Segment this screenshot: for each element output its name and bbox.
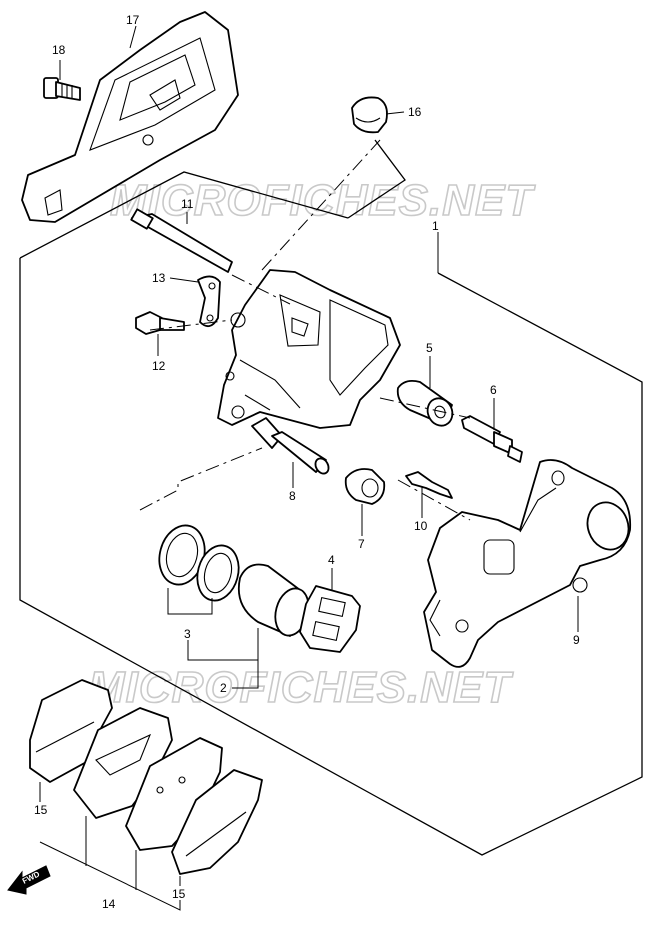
- assembly-frame: [19, 139, 643, 856]
- callout-2: 2: [220, 681, 227, 695]
- caliper-piston: [237, 563, 310, 637]
- callout-14: 14: [102, 897, 116, 911]
- pad-shim-outer: [29, 679, 113, 783]
- caliper-bracket: [423, 459, 632, 668]
- sleeve-pin: [251, 417, 330, 475]
- callout-5: 5: [426, 341, 433, 355]
- callout-13: 13: [152, 271, 166, 285]
- pad-pin: [130, 208, 233, 273]
- watermark-bottom: MICROFICHES.NET: [88, 663, 513, 712]
- callout-1: 1: [432, 219, 439, 233]
- guard-bolt: [43, 77, 81, 101]
- piston-seal-small: [196, 544, 240, 602]
- slide-pin: [461, 415, 523, 463]
- pad-shim-inner: [171, 769, 263, 875]
- brake-pad-inner: [125, 737, 223, 851]
- slide-bushing: [396, 379, 454, 427]
- pin-clip: [197, 275, 221, 328]
- callout-numbers: 17 18 16 11 1 13 5 12 6 8 10 7 4 9 3 2 1…: [34, 13, 580, 911]
- callout-11: 11: [181, 197, 194, 211]
- watermark-top: MICROFICHES.NET: [110, 176, 535, 225]
- bleeder-cap: [351, 96, 388, 134]
- callout-6: 6: [490, 383, 497, 397]
- callout-18: 18: [52, 43, 66, 57]
- callout-7: 7: [358, 537, 365, 551]
- callout-17: 17: [126, 13, 140, 27]
- callout-4: 4: [328, 553, 335, 567]
- pad-spring: [405, 471, 453, 499]
- forward-arrow-icon: FWD: [7, 865, 51, 895]
- caliper-body: [217, 269, 401, 429]
- pin-boot: [344, 468, 386, 505]
- caliper-guard-plate: [21, 11, 239, 223]
- assembly-dash-lines: [139, 139, 471, 521]
- callout-12: 12: [152, 359, 166, 373]
- callout-10: 10: [414, 519, 428, 533]
- brake-pad-outer: [73, 707, 173, 819]
- callout-15-lower: 15: [172, 887, 186, 901]
- callout-15-upper: 15: [34, 803, 48, 817]
- bleeder-valve: [135, 311, 185, 335]
- callout-9: 9: [573, 633, 580, 647]
- piston-shim: [299, 585, 361, 653]
- callout-leaders: [39, 25, 579, 911]
- callout-3: 3: [184, 627, 191, 641]
- callout-8: 8: [289, 489, 296, 503]
- callout-16: 16: [408, 105, 422, 119]
